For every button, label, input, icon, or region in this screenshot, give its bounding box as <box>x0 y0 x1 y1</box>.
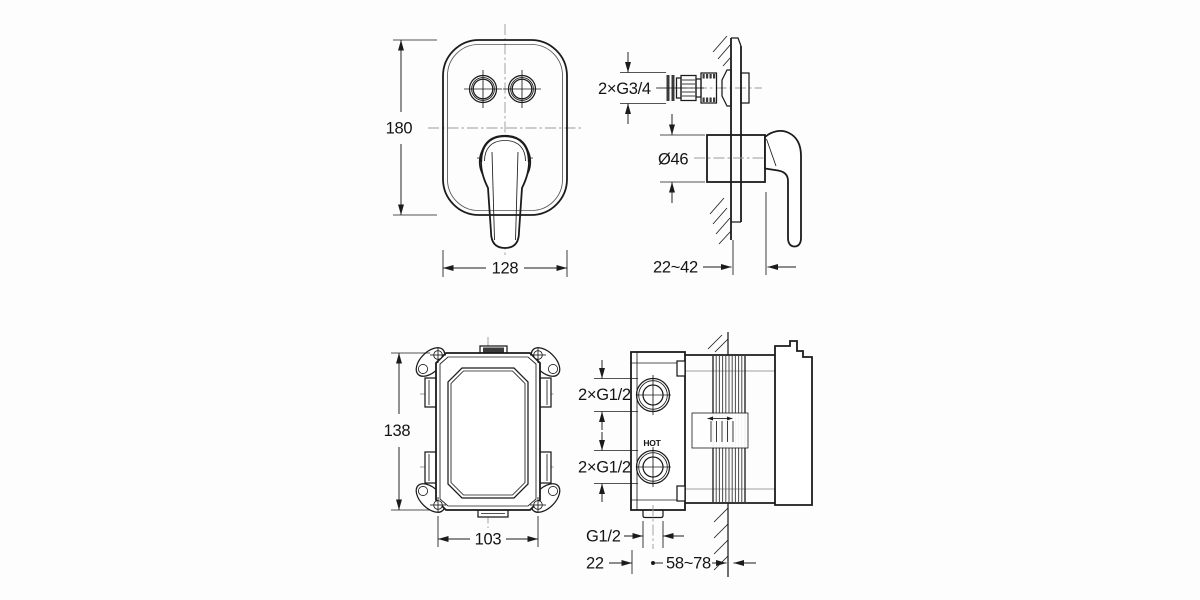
escutcheon-diameter-label: Ø46 <box>658 151 688 169</box>
box-body-side <box>685 340 813 506</box>
trim-width-label: 128 <box>492 260 519 278</box>
dimension-width-103: 103 <box>437 516 539 549</box>
lever-handle <box>480 135 530 249</box>
dimension-width-128: 128 <box>442 250 568 278</box>
dimension-inlet-top: 2×G1/2 <box>578 360 671 430</box>
box-opening <box>447 367 529 499</box>
dimension-height-180: 180 <box>386 39 437 216</box>
trim-height-label: 180 <box>386 120 413 138</box>
view-trim-front: 180 128 <box>386 24 582 278</box>
center-offset-label: 22 <box>586 555 604 573</box>
dimension-thread-g34: 2×G3/4 <box>598 52 704 124</box>
bottom-outlet-stub <box>642 510 664 519</box>
thread-size-label: 2×G3/4 <box>598 80 651 98</box>
wall-depth-range-label: 22~42 <box>653 259 698 277</box>
wall-hatching-bottom <box>709 197 732 245</box>
view-trim-side: 2×G3/4 Ø46 22~42 <box>598 35 802 277</box>
inlet-bottom-size-label: 2×G1/2 <box>578 459 631 477</box>
view-box-side: HOT 2×G1/2 2×G1/2 G1/2 <box>578 332 813 577</box>
install-depth-label: 58~78 <box>666 555 711 573</box>
box-width-label: 103 <box>475 531 502 549</box>
dimension-outlet: G1/2 <box>586 521 684 548</box>
escutcheon-side <box>706 134 766 183</box>
lever-handle-side <box>764 130 802 248</box>
corner-screw-holes <box>430 347 546 513</box>
wall-section <box>709 35 742 245</box>
wall-hatching-top <box>712 35 732 67</box>
box-face-plate <box>630 351 686 519</box>
view-box-front: 138 103 <box>384 337 561 549</box>
wall-section <box>707 332 729 577</box>
outlet-size-label: G1/2 <box>586 528 621 546</box>
box-rear-block <box>774 340 813 506</box>
hot-port-label: HOT <box>643 438 661 448</box>
box-height-label: 138 <box>384 422 411 440</box>
dimension-inlet-bottom: 2×G1/2 <box>578 432 671 502</box>
box-frame-outer <box>435 352 541 511</box>
wall-plate-outline <box>442 39 568 216</box>
dimension-depth-row: 22 58~78 <box>586 550 756 574</box>
bottom-tab <box>477 509 509 518</box>
dimension-diameter-46: Ø46 <box>658 114 705 203</box>
diverter-button-left <box>464 70 502 108</box>
dimension-height-138: 138 <box>384 352 430 511</box>
diverter-button-right <box>503 70 541 108</box>
lever-handle-cap <box>479 134 531 163</box>
depth-label-plate <box>691 412 749 449</box>
dimension-wall-depth: 22~42 <box>653 192 796 277</box>
inlet-top-size-label: 2×G1/2 <box>578 386 631 404</box>
